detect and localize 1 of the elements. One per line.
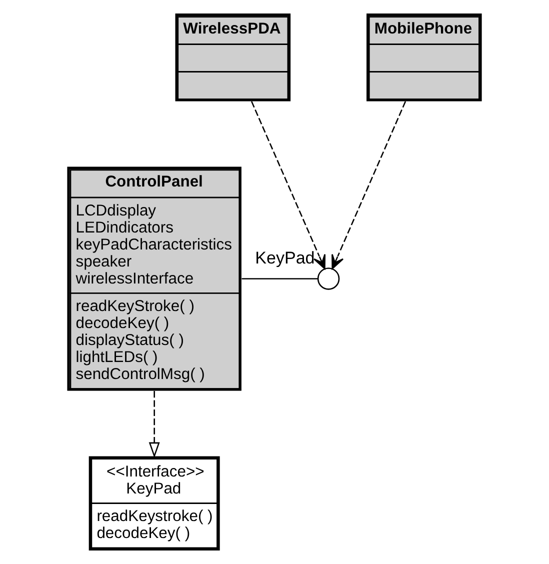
node-label: KeyPad — [255, 248, 315, 268]
